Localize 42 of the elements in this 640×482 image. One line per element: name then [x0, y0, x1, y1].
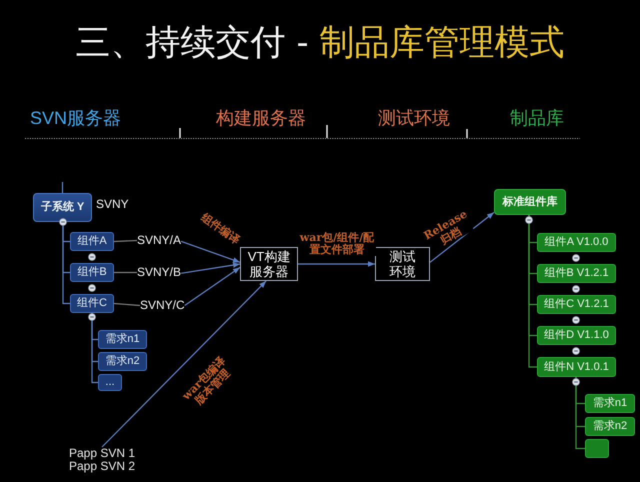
column-heading: 测试环境	[378, 107, 450, 130]
path-label: SVNY	[96, 197, 129, 212]
requirement-box: 需求n1	[98, 330, 147, 349]
component-box: 组件D V1.1.0	[537, 326, 616, 345]
tree-line	[62, 182, 64, 193]
server-box: VT构建服务器	[240, 247, 298, 281]
component-box: 组件A	[70, 232, 114, 251]
tree-line	[528, 215, 537, 368]
component-box: 组件A V1.0.0	[537, 233, 616, 252]
arrow	[180, 240, 240, 263]
repo-label: Papp SVN 2	[69, 460, 136, 473]
arrow	[184, 266, 240, 306]
component-box: 组件C V1.2.1	[537, 295, 616, 314]
column-heading: 构建服务器	[216, 107, 306, 130]
column-heading: SVN服务器	[30, 107, 122, 130]
connector-line	[114, 240, 138, 242]
path-label: SVNY/A	[137, 233, 182, 248]
connector-line	[114, 302, 140, 306]
connector-line	[114, 272, 137, 274]
component-box: 组件C	[70, 294, 114, 313]
column-heading: 制品库	[510, 107, 564, 130]
tree-line	[575, 377, 585, 450]
requirement-box: 需求n2	[98, 352, 147, 371]
requirement-box: 需求n2	[585, 417, 635, 436]
component-box: 组件B V1.2.1	[537, 264, 616, 283]
empty-box	[585, 439, 609, 458]
library-box: 标准组件库	[494, 189, 566, 215]
path-label: SVNY/B	[137, 265, 182, 280]
path-label: SVNY/C	[140, 298, 185, 313]
arrow	[102, 280, 267, 448]
environment-box: 测试环境	[375, 247, 430, 281]
arrow	[430, 212, 494, 263]
subsystem-box: 子系统 Y	[33, 193, 92, 222]
requirement-box: 需求n1	[585, 394, 635, 413]
title: 三、持续交付 - 制品库管理模式	[74, 22, 566, 65]
arrow	[180, 262, 240, 274]
component-box: 组件N V1.0.1	[537, 357, 616, 377]
requirement-box: ...	[98, 374, 122, 391]
edge-label: war包/组件/配置文件部署	[298, 232, 376, 256]
arrow	[298, 261, 375, 267]
component-box: 组件B	[70, 263, 114, 282]
repo-label: Papp SVN 1	[69, 447, 136, 460]
